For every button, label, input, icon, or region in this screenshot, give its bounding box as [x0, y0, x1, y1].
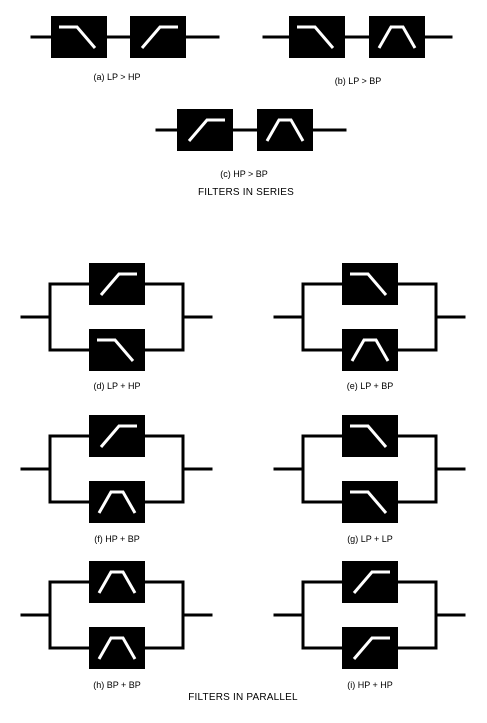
parallel-label-i: (i) HP + HP — [347, 680, 393, 690]
parallel-label-d: (d) LP + HP — [93, 381, 141, 391]
bandpass-filter-block — [89, 481, 145, 523]
bandpass-filter-block — [342, 329, 398, 371]
lowpass-filter-block — [342, 263, 398, 305]
filter-box — [89, 415, 145, 457]
filter-box — [257, 109, 313, 151]
highpass-icon — [352, 570, 390, 594]
filter-box — [342, 329, 398, 371]
lowpass-filter-block — [342, 481, 398, 523]
filter-box — [342, 481, 398, 523]
highpass-filter-block — [130, 16, 186, 58]
highpass-filter-block — [342, 561, 398, 603]
bandpass-icon — [97, 636, 137, 660]
lowpass-icon — [350, 490, 388, 514]
highpass-icon — [99, 272, 137, 296]
bandpass-icon — [97, 570, 137, 594]
lowpass-icon — [350, 272, 388, 296]
filter-box — [177, 109, 233, 151]
bandpass-icon — [97, 490, 137, 514]
highpass-icon — [140, 25, 178, 49]
filter-box — [130, 16, 186, 58]
lowpass-icon — [97, 338, 135, 362]
filter-box — [342, 415, 398, 457]
series-heading: FILTERS IN SERIES — [197, 187, 295, 198]
parallel-label-e: (e) LP + BP — [346, 381, 394, 391]
bandpass-filter-block — [89, 561, 145, 603]
highpass-filter-block — [89, 263, 145, 305]
lowpass-icon — [59, 25, 97, 49]
highpass-filter-block — [89, 415, 145, 457]
series-label-b: (b) LP > BP — [334, 76, 382, 86]
filter-box — [89, 263, 145, 305]
highpass-filter-block — [342, 627, 398, 669]
bandpass-icon — [377, 25, 417, 49]
lowpass-filter-block — [89, 329, 145, 371]
filter-box — [342, 627, 398, 669]
parallel-label-h: (h) BP + BP — [93, 680, 141, 690]
filter-box — [369, 16, 425, 58]
lowpass-icon — [297, 25, 335, 49]
filter-box — [89, 481, 145, 523]
bandpass-filter-block — [89, 627, 145, 669]
parallel-heading: FILTERS IN PARALLEL — [188, 692, 298, 703]
lowpass-filter-block — [342, 415, 398, 457]
series-label-a: (a) LP > HP — [93, 72, 141, 82]
bandpass-filter-block — [369, 16, 425, 58]
filter-box — [289, 16, 345, 58]
lowpass-icon — [350, 424, 388, 448]
highpass-filter-block — [177, 109, 233, 151]
filter-box — [89, 627, 145, 669]
bandpass-filter-block — [257, 109, 313, 151]
filter-box — [342, 263, 398, 305]
filter-box — [89, 329, 145, 371]
highpass-icon — [352, 636, 390, 660]
highpass-icon — [187, 118, 225, 142]
filter-box — [51, 16, 107, 58]
parallel-label-f: (f) HP + BP — [94, 534, 140, 544]
parallel-label-g: (g) LP + LP — [347, 534, 393, 544]
lowpass-filter-block — [51, 16, 107, 58]
highpass-icon — [99, 424, 137, 448]
bandpass-icon — [350, 338, 390, 362]
lowpass-filter-block — [289, 16, 345, 58]
bandpass-icon — [265, 118, 305, 142]
filter-box — [342, 561, 398, 603]
filter-box — [89, 561, 145, 603]
series-label-c: (c) HP > BP — [220, 169, 268, 179]
